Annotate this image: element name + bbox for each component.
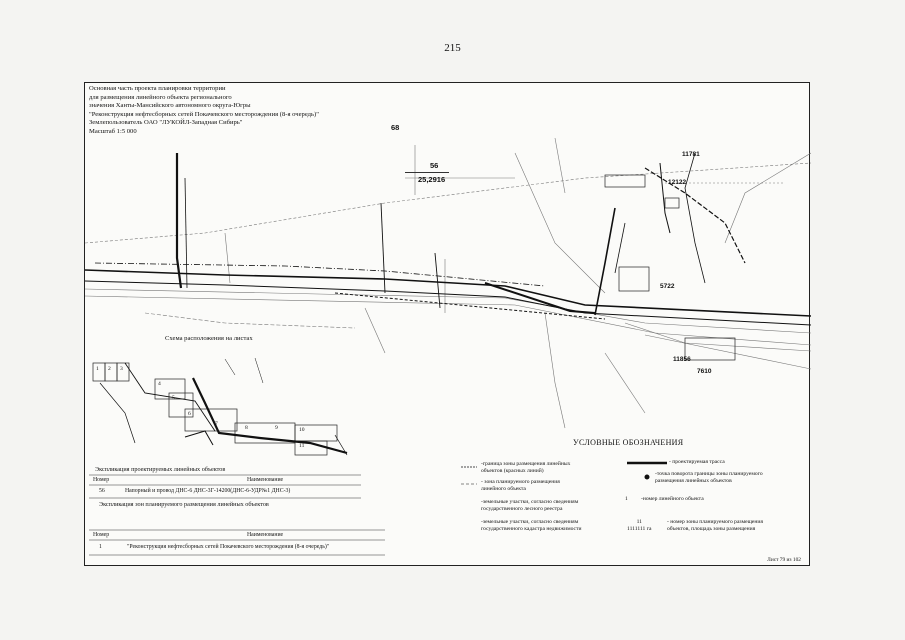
header-line: для размещения линейного объекта региона… bbox=[89, 93, 232, 101]
table1-header-name: Наименование bbox=[247, 477, 284, 483]
legend-text: - проектируемая трасса bbox=[669, 459, 725, 465]
label-11781: 11781 bbox=[682, 151, 700, 158]
legend-item: - проектируемая трасса bbox=[669, 459, 725, 466]
legend-item: -земельные участки, согласно сведениям г… bbox=[481, 519, 581, 532]
legend-text: объектов (красных линий) bbox=[481, 467, 544, 474]
scheme-cell-number: 10 bbox=[299, 427, 305, 433]
table1-header-number: Номер bbox=[93, 477, 110, 483]
header-line: "Реконструкция нефтесборных сетей Покаче… bbox=[89, 110, 319, 118]
header-line: значения Ханты-Мансийского автономного о… bbox=[89, 102, 251, 110]
parcel-label-56: 56 bbox=[430, 161, 439, 170]
scheme-cell-number: 11 bbox=[299, 443, 305, 449]
label-11856: 11856 bbox=[673, 356, 691, 363]
page-number: 215 bbox=[444, 42, 461, 54]
legend-zone-number: 11 bbox=[636, 519, 642, 525]
legend-text: размещения линейных объектов bbox=[655, 477, 732, 484]
layout-scheme-title: Схема расположения на листах bbox=[165, 335, 253, 342]
legend-text: -граница зоны размещения линейных bbox=[481, 461, 571, 467]
label-5722: 5722 bbox=[660, 283, 675, 290]
legend-text: -земельные участки, согласно сведениям bbox=[481, 499, 579, 505]
table2-row-number: 1 bbox=[99, 544, 102, 550]
legend-text: -номер линейного объекта bbox=[641, 496, 704, 502]
scheme-cell-number: 5 bbox=[172, 395, 175, 401]
legend-item: -земельные участки, согласно сведениям г… bbox=[481, 499, 578, 512]
scheme-cell-number: 8 bbox=[245, 425, 248, 431]
scheme-cell-number: 3 bbox=[120, 366, 123, 372]
sheet-number: Лист 79 из 102 bbox=[767, 557, 801, 563]
legend-symbol-number: 1 bbox=[625, 496, 628, 502]
table1-row-number: 56 bbox=[99, 488, 105, 494]
legend-text: государственного кадастра недвижимости bbox=[481, 525, 582, 532]
legend-text: -точка поворота границы зоны планируемог… bbox=[655, 471, 763, 477]
header-line: Основная часть проекта планировки террит… bbox=[89, 85, 226, 92]
legend-zone-area: 1111111 га bbox=[627, 525, 652, 532]
label-12122: 12122 bbox=[668, 179, 687, 186]
scheme-cell-number: 1 bbox=[96, 366, 99, 372]
map-drawing bbox=[85, 137, 811, 556]
table2-row-name: "Реконструкция нефтесборных сетей Покаче… bbox=[127, 544, 330, 550]
parcel-label-68: 68 bbox=[391, 123, 400, 132]
legend-text: объектов, площадь зоны размещения bbox=[667, 525, 756, 532]
legend-text: линейного объекта bbox=[481, 485, 526, 492]
legend-title: УСЛОВНЫЕ ОБОЗНАЧЕНИЯ bbox=[573, 438, 684, 447]
scheme-cell-number: 4 bbox=[158, 381, 161, 387]
table1-title: Экспликация проектируемых линейных объек… bbox=[95, 466, 226, 473]
legend-item: -номер линейного объекта bbox=[641, 496, 704, 503]
scheme-cell-number: 7 bbox=[215, 421, 218, 427]
scale-label: Масштаб 1:5 000 bbox=[89, 127, 137, 135]
table2-header-name: Наименование bbox=[247, 532, 284, 538]
map-sheet: Основная часть проекта планировки террит… bbox=[84, 82, 811, 566]
legend-item: - зона планируемого размещения линейного… bbox=[481, 479, 560, 492]
legend-item: -точка поворота границы зоны планируемог… bbox=[655, 471, 763, 484]
legend-symbol-zone: 11 1111111 га bbox=[627, 519, 652, 532]
scheme-cell-number: 9 bbox=[275, 425, 278, 431]
scheme-cell-number: 2 bbox=[108, 366, 111, 372]
table2-header-number: Номер bbox=[93, 532, 110, 538]
table2-title: Экспликация зон планируемого размещения … bbox=[99, 501, 269, 508]
legend-item: -граница зоны размещения линейных объект… bbox=[481, 461, 570, 474]
label-7610: 7610 bbox=[697, 368, 712, 375]
legend-text: государственного лесного реестра bbox=[481, 505, 563, 512]
legend-text: -земельные участки, согласно сведениям bbox=[481, 519, 579, 525]
parcel-area-56: 25,2916 bbox=[418, 175, 446, 184]
parcel-divider bbox=[405, 172, 449, 173]
header-line: Землепользователь ОАО "ЛУКОЙЛ-Западная С… bbox=[89, 119, 243, 127]
map-header: Основная часть проекта планировки террит… bbox=[89, 85, 419, 137]
legend-text: - номер зоны планируемого размещения bbox=[667, 519, 763, 525]
legend-item: - номер зоны планируемого размещения объ… bbox=[667, 519, 763, 532]
legend-text: - зона планируемого размещения bbox=[481, 479, 560, 485]
scheme-cell-number: 6 bbox=[188, 411, 191, 417]
table1-row-name: Напорный и провод ДНС-6 ДНС-3Г-14200(ДНС… bbox=[125, 488, 291, 494]
